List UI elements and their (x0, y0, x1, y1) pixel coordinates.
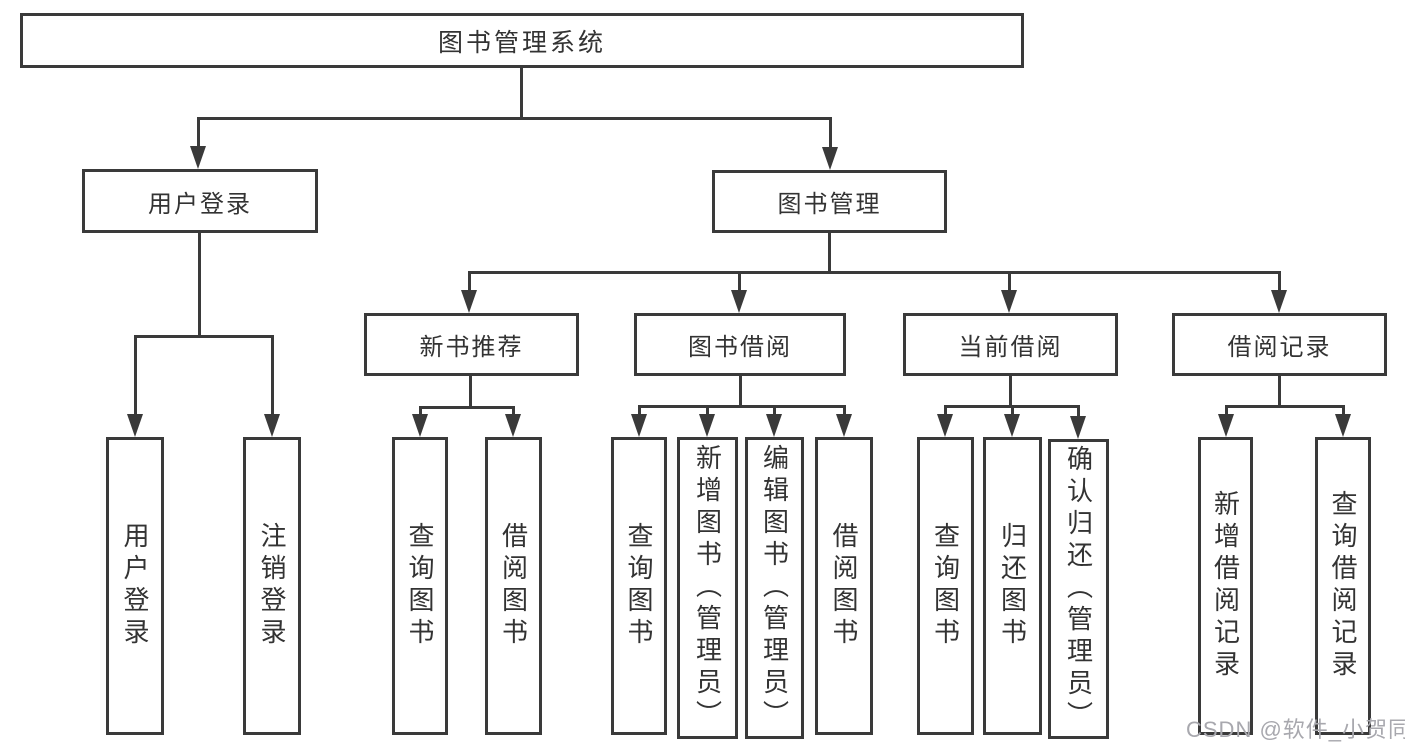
connector-drop (512, 406, 515, 416)
connector-root-stub (520, 68, 523, 118)
leaf-add-books-admin: 新增图书（管理员） (677, 437, 738, 739)
arrow-down-icon (822, 147, 838, 170)
leaf-label: 新增借阅记录 (1210, 490, 1241, 682)
leaf-label: 查询图书 (624, 522, 654, 650)
arrow-down-icon (461, 290, 477, 313)
connector-borrow-stub (739, 376, 742, 408)
leaf-borrow-books-2: 借阅图书 (815, 437, 873, 735)
connector-user-hline (134, 335, 274, 338)
leaf-label: 归还图书 (997, 522, 1028, 650)
connector-drop-login-leaf (134, 335, 137, 415)
arrow-down-icon (190, 146, 206, 169)
leaf-logout: 注销登录 (243, 437, 301, 735)
arrow-down-icon (631, 414, 647, 437)
arrow-down-icon (699, 414, 715, 437)
watermark-text: CSDN @软件_小贺同学 (1186, 717, 1405, 742)
leaf-query-books-1: 查询图书 (392, 437, 448, 735)
leaf-confirm-return-admin: 确认归还（管理员） (1048, 439, 1109, 739)
connector-root-hline (197, 117, 831, 120)
leaf-label: 借阅图书 (498, 522, 529, 650)
arrow-down-icon (1271, 290, 1287, 313)
connector-drop (706, 405, 709, 416)
leaf-query-books-3: 查询图书 (917, 437, 974, 735)
arrow-down-icon (1218, 414, 1234, 437)
arrow-down-icon (731, 290, 747, 313)
connector-drop-user (197, 117, 200, 148)
connector-current-stub (1009, 376, 1012, 408)
connector-newbook-hline (419, 406, 515, 409)
leaf-borrow-books-1: 借阅图书 (485, 437, 542, 735)
leaf-edit-books-admin: 编辑图书（管理员） (745, 437, 804, 739)
leaf-label: 新增图书（管理员） (692, 444, 723, 732)
node-current-borrowing: 当前借阅 (903, 313, 1118, 376)
connector-mgmt-hline (468, 271, 1281, 274)
leaf-label: 用户登录 (120, 522, 150, 650)
arrow-down-icon (766, 414, 782, 437)
arrow-down-icon (412, 414, 428, 437)
node-user-login: 用户登录 (82, 169, 318, 233)
connector-drop (1011, 405, 1014, 416)
leaf-label: 借阅图书 (829, 522, 859, 650)
leaf-return-books: 归还图书 (983, 437, 1042, 735)
connector-drop (944, 405, 947, 416)
connector-newbook-stub (469, 376, 472, 409)
connector-records-stub (1278, 376, 1281, 408)
connector-drop (1342, 405, 1345, 416)
arrow-down-icon (127, 414, 143, 437)
node-book-borrowing: 图书借阅 (634, 313, 846, 376)
connector-records-hline (1225, 405, 1345, 408)
leaf-query-books-2: 查询图书 (611, 437, 667, 735)
arrow-down-icon (264, 414, 280, 437)
arrow-down-icon (836, 414, 852, 437)
connector-drop-logout-leaf (271, 335, 274, 415)
arrow-down-icon (505, 414, 521, 437)
connector-drop (1077, 405, 1080, 416)
leaf-label: 查询图书 (930, 522, 961, 650)
node-new-book-recommend: 新书推荐 (364, 313, 579, 376)
leaf-label: 编辑图书（管理员） (759, 444, 790, 732)
arrow-down-icon (937, 414, 953, 437)
leaf-label: 注销登录 (257, 522, 287, 650)
connector-drop-mgmt (829, 117, 832, 148)
connector-drop-book-borrow (738, 271, 741, 291)
connector-drop (773, 405, 776, 416)
connector-mgmt-stub (828, 233, 831, 274)
connector-drop (1225, 405, 1228, 416)
connector-drop-borrow-records (1278, 271, 1281, 291)
connector-user-stub (198, 233, 201, 337)
arrow-down-icon (1001, 290, 1017, 313)
leaf-label: 查询借阅记录 (1328, 490, 1358, 682)
connector-drop-current-borrow (1008, 271, 1011, 291)
leaf-user-login: 用户登录 (106, 437, 164, 735)
leaf-add-borrow-record: 新增借阅记录 (1198, 437, 1253, 735)
leaf-label: 查询图书 (405, 522, 435, 650)
connector-borrow-hline (638, 405, 846, 408)
arrow-down-icon (1070, 416, 1086, 439)
leaf-label: 确认归还（管理员） (1063, 445, 1094, 733)
connector-drop-new-books (468, 271, 471, 291)
arrow-down-icon (1335, 414, 1351, 437)
node-root: 图书管理系统 (20, 13, 1024, 68)
node-book-management: 图书管理 (712, 170, 947, 233)
node-borrowing-records: 借阅记录 (1172, 313, 1387, 376)
arrow-down-icon (1004, 414, 1020, 437)
connector-drop (419, 406, 422, 416)
connector-drop (843, 405, 846, 416)
connector-drop (638, 405, 641, 416)
leaf-query-borrow-record: 查询借阅记录 (1315, 437, 1371, 735)
